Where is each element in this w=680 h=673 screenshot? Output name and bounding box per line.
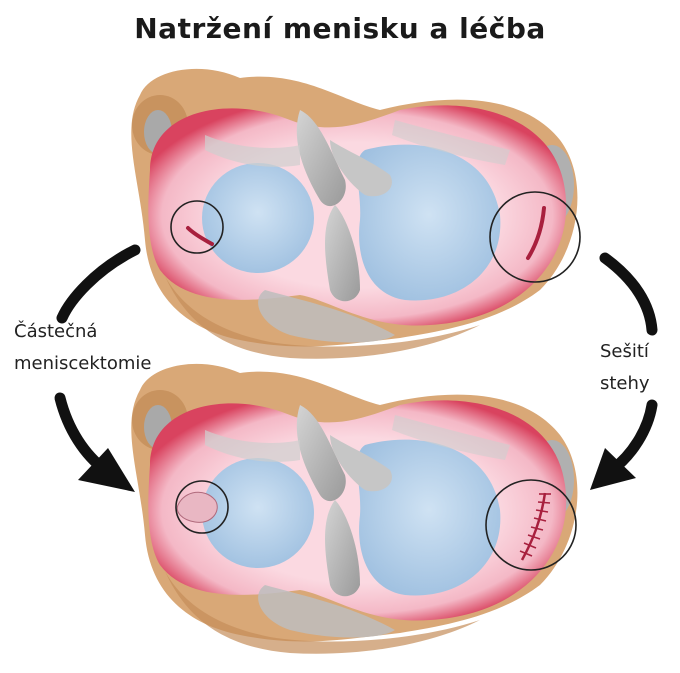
tear-circle-right-top [489,191,581,283]
label-right-line2: stehy [600,373,650,394]
tear-circle-left-top [170,200,224,254]
arrow-right [590,252,658,490]
page-title: Natržení menisku a léčba [134,12,546,45]
label-right-line1: Sešití [600,341,649,362]
label-suturing: Sešití stehy [600,336,680,400]
tear-circle-left-bottom [175,480,229,534]
tear-circle-right-bottom [485,479,577,571]
label-left-line2: meniscektomie [14,353,152,374]
arrow-left [54,244,141,492]
label-left-line1: Částečná [14,321,98,342]
label-partial-meniscectomy: Částečná meniscektomie [14,316,204,380]
